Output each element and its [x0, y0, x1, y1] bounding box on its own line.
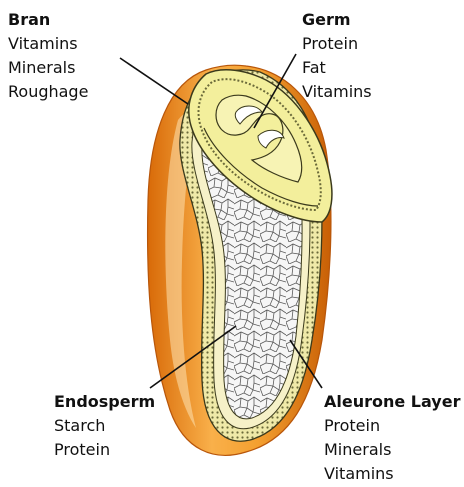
aleurone-callout: Aleurone Layer Protein Minerals Vitamins	[324, 390, 460, 486]
endosperm-item-starch: Starch	[54, 414, 155, 438]
leader-line-bran	[120, 58, 188, 104]
aleurone-title: Aleurone Layer	[324, 390, 460, 414]
germ-item-protein: Protein	[302, 32, 372, 56]
endosperm-item-protein: Protein	[54, 438, 155, 462]
aleurone-item-protein: Protein	[324, 414, 460, 438]
bran-item-minerals: Minerals	[8, 56, 88, 80]
aleurone-item-minerals: Minerals	[324, 438, 460, 462]
endosperm-callout: Endosperm Starch Protein	[54, 390, 155, 462]
bran-item-vitamins: Vitamins	[8, 32, 88, 56]
germ-item-vitamins: Vitamins	[302, 80, 372, 104]
germ-item-fat: Fat	[302, 56, 372, 80]
germ-callout: Germ Protein Fat Vitamins	[302, 8, 372, 104]
germ-title: Germ	[302, 8, 372, 32]
aleurone-item-vitamins: Vitamins	[324, 462, 460, 486]
bran-item-roughage: Roughage	[8, 80, 88, 104]
bran-title: Bran	[8, 8, 88, 32]
endosperm-title: Endosperm	[54, 390, 155, 414]
bran-callout: Bran Vitamins Minerals Roughage	[8, 8, 88, 104]
